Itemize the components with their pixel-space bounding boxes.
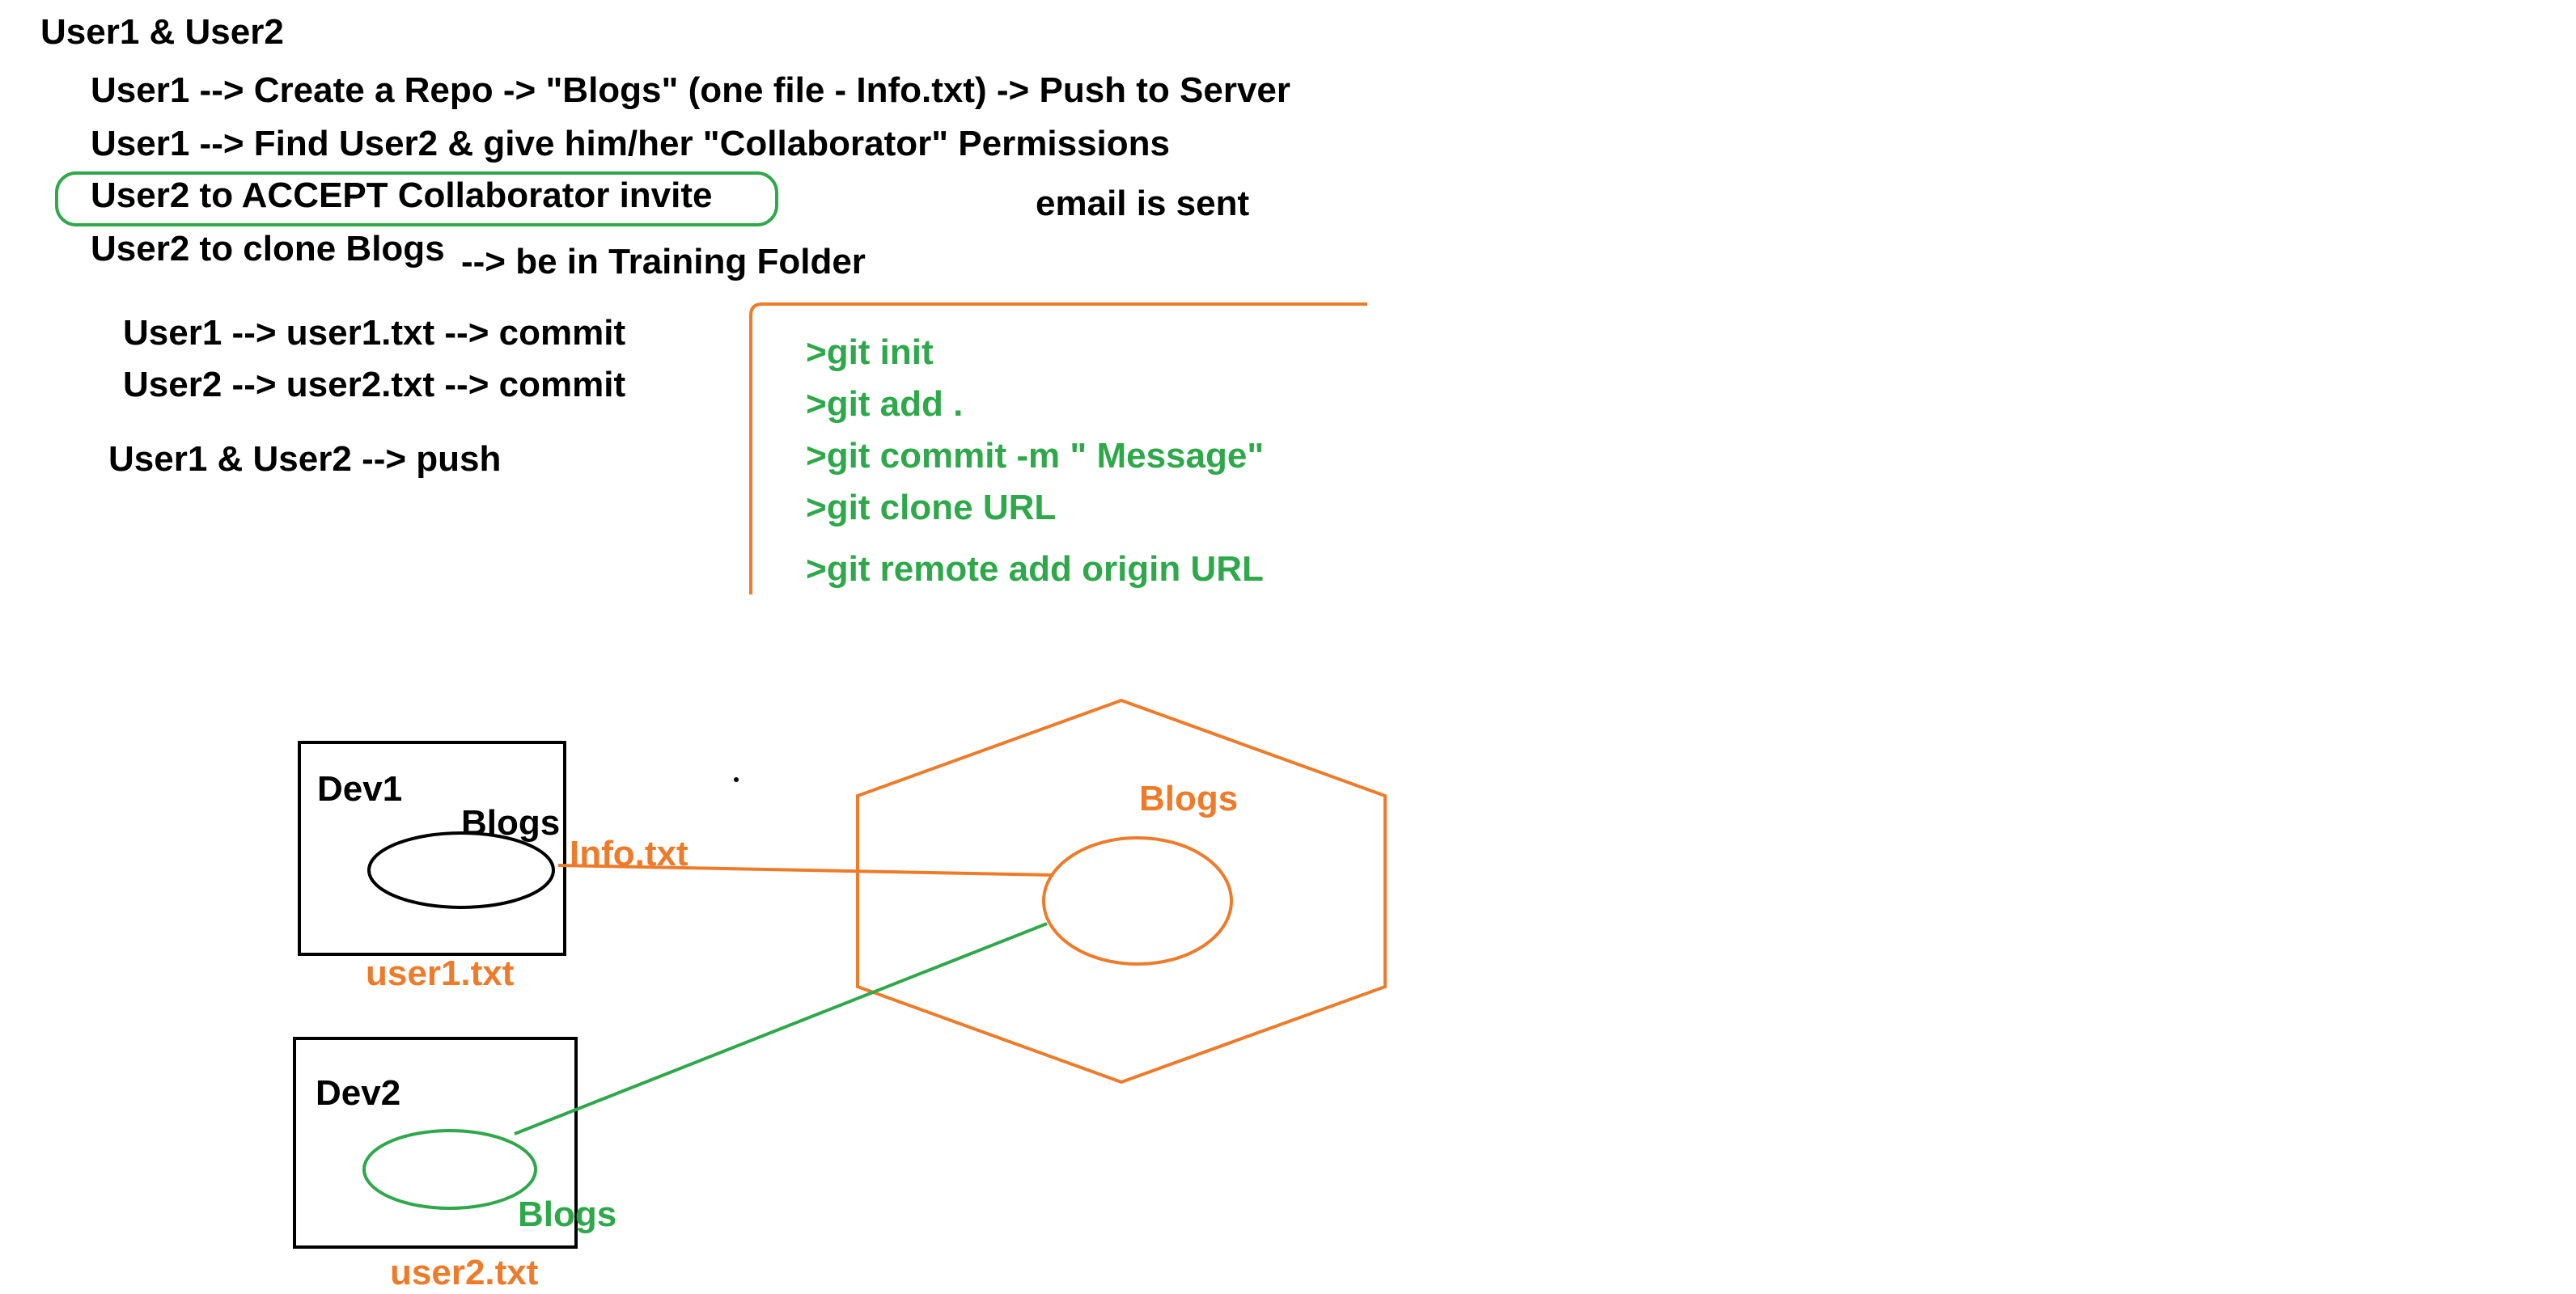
dev1-new-file-label: user1.txt: [366, 954, 515, 993]
git-command-commit: >git commit -m " Message": [806, 436, 1265, 476]
server-hexagon: [856, 698, 1387, 1085]
dev1-repo-label: Blogs: [461, 803, 561, 843]
git-command-remote: >git remote add origin URL: [806, 549, 1264, 589]
server-repo-label: Blogs: [1139, 779, 1239, 818]
git-command-clone: >git clone URL: [806, 488, 1057, 527]
git-command-init: >git init: [806, 332, 934, 372]
commit-user2: User2 --> user2.txt --> commit: [123, 365, 626, 404]
step-3: User2 to ACCEPT Collaborator invite: [91, 175, 713, 215]
git-commands-bracket: [749, 302, 1367, 594]
dev1-repo-ellipse: [367, 831, 555, 909]
dev1-box: [298, 741, 566, 956]
dev1-label: Dev1: [317, 769, 403, 809]
dev2-to-server-line: [514, 922, 1048, 1135]
highlight-box: [55, 171, 778, 226]
step-2: User1 --> Find User2 & give him/her "Col…: [91, 124, 1170, 163]
dev2-repo-label: Blogs: [518, 1195, 617, 1234]
dev1-file-label: Info.txt: [570, 834, 688, 873]
dev2-repo-ellipse: [362, 1129, 537, 1210]
dev2-label: Dev2: [316, 1073, 401, 1113]
step-1: User1 --> Create a Repo -> "Blogs" (one …: [91, 70, 1291, 110]
git-command-add: >git add .: [806, 384, 964, 424]
dev1-to-server-line: [557, 864, 1054, 877]
commit-user1: User1 --> user1.txt --> commit: [123, 313, 626, 353]
server-repo-ellipse: [1042, 836, 1233, 966]
dev2-box: [293, 1037, 578, 1249]
email-note: email is sent: [1036, 184, 1250, 223]
step-4: User2 to clone Blogs: [91, 229, 445, 269]
stray-dot: [734, 777, 739, 782]
notes-title: User1 & User2: [40, 12, 284, 52]
push-note: User1 & User2 --> push: [108, 439, 502, 479]
dev2-new-file-label: user2.txt: [390, 1253, 539, 1292]
clone-note: --> be in Training Folder: [461, 242, 866, 281]
